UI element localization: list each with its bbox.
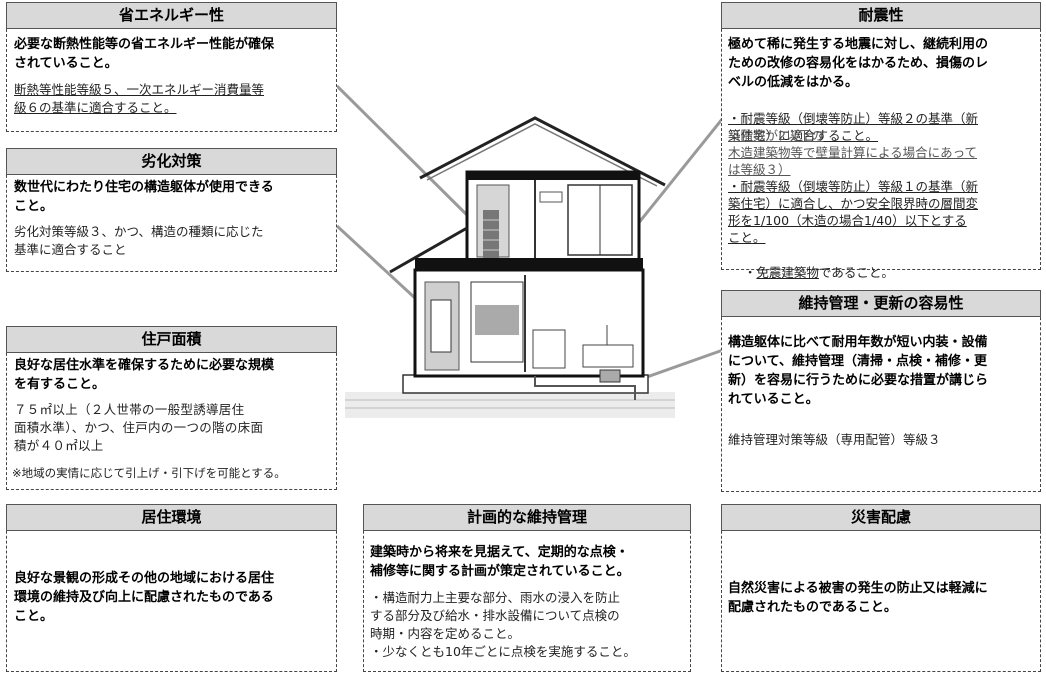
seismic-item3-prefix: ・ [743, 265, 757, 280]
deterioration-lead: 数世代にわたり住宅の構造躯体が使用できる こと。 [14, 180, 274, 214]
floor-slab [415, 258, 643, 270]
drain-box [599, 369, 621, 383]
deterioration-body: 劣化対策等級３、かつ、構造の種類に応じた 基準に適合すること [14, 224, 264, 257]
seismic-lead: 極めて稀に発生する地震に対し、継続利用の ための改修の容易化をはかるため、損傷の… [728, 37, 989, 90]
planned-body: ・構造耐力上主要な部分、雨水の浸入を防止 する部分及び給水・排水設備について点検… [370, 590, 636, 659]
kitchen-counter [532, 329, 566, 369]
chest-of-drawers [483, 210, 499, 258]
disaster-title: 災害配慮 [721, 504, 1041, 531]
piping [534, 376, 636, 400]
seismic-title: 耐震性 [721, 2, 1041, 29]
planned-title: 計画的な維持管理 [363, 504, 691, 531]
energy-title: 省エネルギー性 [6, 2, 337, 29]
lower-roof [389, 226, 468, 274]
maintenance-body: 維持管理対策等級（専用配管）等級３ [728, 432, 941, 447]
seismic-item1a: ・耐震等級（倒壊等防止）等級２の基準（新 築住宅）に適合すること。 [728, 111, 979, 143]
area-panel: 良好な居住水準を確保するために必要な規模 を有すること。 ７５㎡以上（２人世帯の… [6, 338, 337, 490]
planned-lead: 建築時から将来を見据えて、定期的な点検・ 補修等に関する計画が策定されていること… [370, 545, 630, 579]
seismic-item3-link: 免震建築物 [756, 265, 819, 280]
ground-hatch [345, 399, 675, 409]
seismic-item2: ・耐震等級（倒壊等防止）等級１の基準（新 築住宅）に適合し、かつ安全限界時の層間… [728, 179, 979, 245]
seismic-item1b: （階数が2以下の 木造建築物等で壁量計算による場合にあって は等級３） [728, 128, 978, 177]
energy-body: 断熱等性能等級５、一次エネルギー消費量等 級６の基準に適合すること。 [14, 82, 265, 115]
maintenance-title: 維持管理・更新の容易性 [721, 290, 1041, 317]
house-section-illustration [345, 116, 675, 418]
disaster-lead: 自然災害による被害の発生の防止又は軽減に 配慮されたものであること。 [728, 581, 988, 615]
seismic-panel: 極めて稀に発生する地震に対し、継続利用の ための改修の容易化をはかるため、損傷の… [721, 14, 1041, 280]
seismic-item3: ・免震建築物であること。 [728, 247, 894, 298]
deterioration-title: 劣化対策 [6, 148, 337, 175]
area-body: ７５㎡以上（２人世帯の一般型誘導居住 面積水準）、かつ、住戸内の一つの階の床面 … [14, 402, 264, 453]
area-note: ※地域の実情に応じて引上げ・引下げを可能とする。 [12, 466, 286, 480]
deterioration-panel: 数世代にわたり住宅の構造躯体が使用できる こと。 劣化対策等級３、かつ、構造の種… [6, 160, 337, 272]
maintenance-lead: 構造躯体に比べて耐用年数が短い内装・設備 について、維持管理（清掃・点検・補修・… [728, 335, 989, 407]
maintenance-panel: 構造躯体に比べて耐用年数が短い内装・設備 について、維持管理（清掃・点検・補修・… [721, 302, 1041, 492]
planned-panel: 建築時から将来を見据えて、定期的な点検・ 補修等に関する計画が策定されていること… [363, 516, 691, 672]
disaster-panel: 自然災害による被害の発生の防止又は軽減に 配慮されたものであること。 [721, 516, 1041, 672]
energy-lead: 必要な断熱性能等の省エネルギー性能が確保 されていること。 [14, 37, 275, 71]
environment-panel: 良好な景観の形成その他の地域における居住 環境の維持及び向上に配慮されたものであ… [6, 516, 337, 672]
seismic-item3-suffix: であること。 [818, 265, 894, 280]
area-title: 住戸面積 [6, 326, 337, 353]
ground [345, 392, 675, 418]
environment-title: 居住環境 [6, 504, 337, 531]
area-lead: 良好な居住水準を確保するために必要な規模 を有すること。 [14, 358, 275, 392]
energy-panel: 必要な断熱性能等の省エネルギー性能が確保 されていること。 断熱等性能等級５、一… [6, 14, 337, 132]
bathtub [582, 344, 634, 368]
upper-roof [419, 116, 666, 187]
environment-lead: 良好な景観の形成その他の地域における居住 環境の維持及び向上に配慮されたものであ… [14, 571, 275, 624]
